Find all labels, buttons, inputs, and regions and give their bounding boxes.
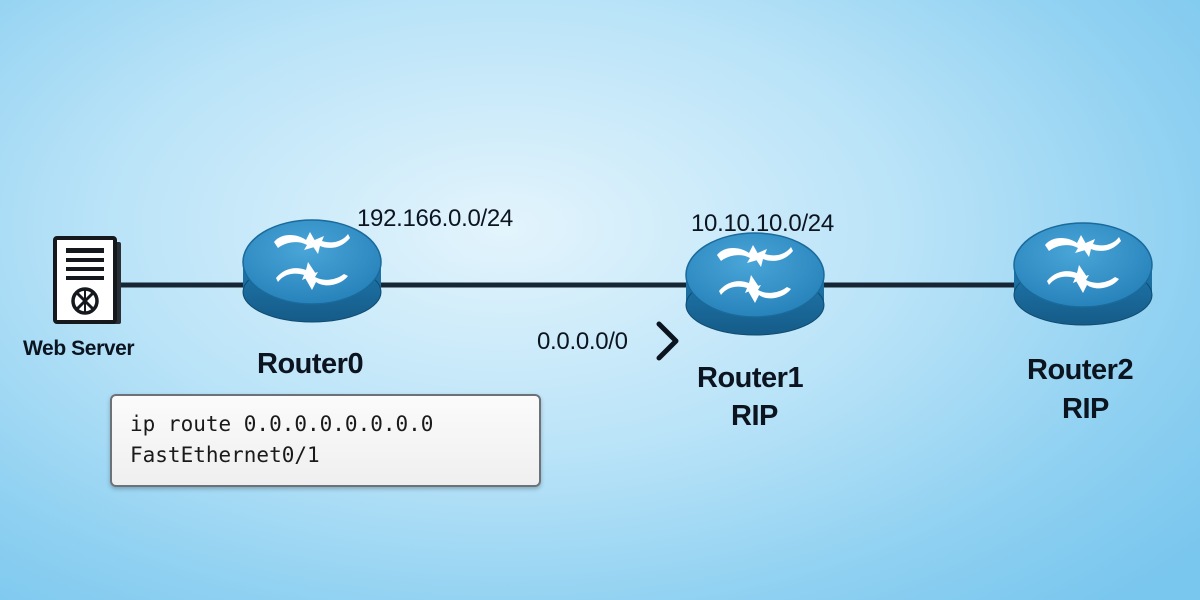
router2-label: Router2 [1027,354,1134,386]
network-label-b: 10.10.10.0/24 [691,210,834,237]
chevron-right-icon [656,321,679,361]
router1-protocol: RIP [731,400,778,432]
cli-line-2: FastEthernet0/1 [130,443,320,467]
router0-icon [242,219,382,323]
router2-icon [1013,222,1153,326]
server-icon [53,236,121,324]
router0-label: Router0 [257,348,364,380]
cli-command-box: ip route 0.0.0.0.0.0.0.0 FastEthernet0/1 [110,394,541,487]
default-route-label: 0.0.0.0/0 [537,328,628,355]
router2-protocol: RIP [1062,393,1109,425]
cli-line-1: ip route 0.0.0.0.0.0.0.0 [130,412,434,436]
router1-icon [685,232,825,336]
network-label-a: 192.166.0.0/24 [357,205,513,232]
web-server-label: Web Server [23,337,135,360]
router1-label: Router1 [697,362,804,394]
